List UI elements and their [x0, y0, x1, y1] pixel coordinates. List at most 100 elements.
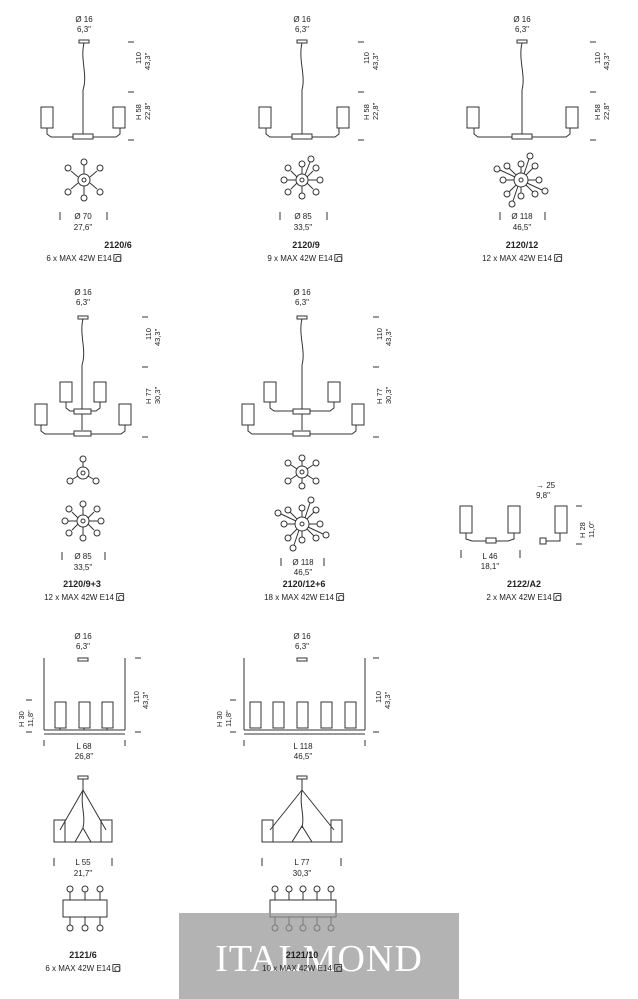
drawing-2122-a2: [459, 505, 582, 558]
drop-cm: 110: [593, 52, 602, 64]
drop-cm: 110: [374, 691, 383, 703]
drop-cm: 110: [362, 52, 371, 64]
drop-in: 43,3": [153, 328, 162, 346]
bulb-spec: 12 x MAX 42W E14: [44, 593, 124, 602]
canopy-diameter-cm: Ø 16: [293, 15, 311, 24]
product-code: 2121/6: [69, 950, 97, 960]
height-in: 22,8": [371, 102, 380, 120]
canopy-diameter-cm: Ø 16: [293, 288, 311, 297]
bulb-spec: 18 x MAX 42W E14: [264, 593, 344, 602]
length-cm: L 118: [293, 742, 313, 751]
drop-in: 43,3": [143, 52, 152, 70]
watermark-overlay: ITALMOND: [179, 913, 459, 999]
diameter-cm: Ø 85: [74, 552, 92, 561]
bulb-spec: 12 x MAX 42W E14: [482, 254, 562, 263]
drop-in: 43,3": [371, 52, 380, 70]
diameter-in: 33,5": [293, 223, 313, 232]
product-code: 2120/9+3: [63, 579, 101, 589]
watermark-logo: ITALMOND: [215, 938, 423, 980]
bulb-spec: 9 x MAX 42W E14: [267, 254, 343, 263]
drawing-2120-9: [258, 39, 364, 220]
diameter-cm: Ø 118: [511, 212, 533, 221]
plan-2120-12-6-bottom: [274, 496, 330, 552]
height-cm: H 58: [593, 104, 602, 120]
height-in: 22,8": [602, 102, 611, 120]
drawing-2120-12: [466, 39, 596, 220]
diameter-in: 27,6": [73, 223, 93, 232]
product-code: 2120/6: [104, 240, 132, 250]
bulb-symbol-icon: [335, 593, 344, 601]
plan-2120-12-6-top: [284, 454, 320, 490]
drop-cm: 110: [144, 328, 153, 340]
product-code: 2121/10: [285, 950, 319, 960]
canopy-diameter-cm: Ø 16: [513, 15, 531, 24]
height-in: 22,8": [143, 102, 152, 120]
canopy-diameter-cm: Ø 16: [74, 288, 92, 297]
drawing-2121-6: [26, 657, 141, 932]
width-in: 30,3": [292, 869, 312, 878]
width-cm: L 55: [75, 858, 91, 867]
drop-in: 43,3": [602, 52, 611, 70]
height-cm: H 58: [362, 104, 371, 120]
bulb-symbol-icon: [333, 964, 342, 972]
canopy-diameter-cm: Ø 16: [293, 632, 311, 641]
product-code: 2122/A2: [506, 579, 542, 589]
height-in: 11,8": [224, 710, 233, 727]
height-cm: H 30: [17, 711, 26, 727]
product-code: 2120/12+6: [282, 579, 326, 589]
drop-in: 43,3": [384, 328, 393, 346]
width-cm: L 77: [294, 858, 310, 867]
diameter-cm: Ø 118: [292, 558, 314, 567]
drop-cm: 110: [375, 328, 384, 340]
bulb-spec: 2 x MAX 42W E14: [486, 593, 562, 602]
drop-in: 43,3": [383, 691, 392, 709]
diameter-in: 46,5": [293, 568, 313, 577]
bulb-symbol-icon: [112, 964, 121, 972]
height-cm: H 77: [144, 388, 153, 404]
diameter-cm: Ø 85: [294, 212, 312, 221]
bulb-symbol-icon: [334, 254, 343, 262]
length-in: 26,8": [74, 752, 94, 761]
height-in: 11,8": [26, 710, 35, 727]
diameter-in: 46,5": [512, 223, 532, 232]
product-code: 2120/12: [505, 240, 539, 250]
canopy-diameter-in: 6,3": [295, 642, 309, 651]
bulb-symbol-icon: [553, 593, 562, 601]
canopy-diameter-in: 6,3": [76, 642, 90, 651]
drawing-2120-12-6: [241, 315, 379, 566]
bulb-spec: 10 x MAX 42W E14: [262, 964, 342, 973]
drawing-2120-9-3: [34, 315, 148, 560]
bulb-symbol-icon: [113, 254, 122, 262]
canopy-diameter-cm: Ø 16: [75, 15, 93, 24]
height-in: 11,0": [587, 521, 596, 538]
drop-in: 43,3": [141, 691, 150, 709]
plan-2120-9-3-bottom: [61, 500, 105, 542]
canopy-diameter-in: 6,3": [76, 298, 90, 307]
diameter-cm: Ø 70: [74, 212, 92, 221]
plan-2120-12: [493, 152, 549, 208]
plan-2120-9-3-top: [66, 455, 100, 485]
projection-cm: → 25: [536, 481, 556, 490]
drop-cm: 110: [132, 691, 141, 703]
canopy-diameter-in: 6,3": [295, 25, 309, 34]
length-in: 18,1": [480, 562, 500, 571]
height-in: 30,3": [153, 386, 162, 404]
canopy-diameter-cm: Ø 16: [74, 632, 92, 641]
bulb-symbol-icon: [553, 254, 562, 262]
height-in: 30,3": [384, 386, 393, 404]
canopy-diameter-in: 6,3": [295, 298, 309, 307]
length-in: 46,5": [293, 752, 313, 761]
bulb-spec: 6 x MAX 42W E14: [46, 254, 122, 263]
height-cm: H 30: [215, 711, 224, 727]
length-cm: L 68: [76, 742, 92, 751]
bulb-symbol-icon: [115, 593, 124, 601]
drawing-2120-6: [40, 39, 134, 220]
width-in: 21,7": [73, 869, 93, 878]
canopy-diameter-in: 6,3": [77, 25, 91, 34]
plan-2120-9: [280, 155, 324, 200]
diameter-in: 33,5": [73, 563, 93, 572]
projection-in: 9,8": [536, 491, 550, 500]
height-cm: H 58: [134, 104, 143, 120]
plan-2120-6: [64, 158, 104, 202]
